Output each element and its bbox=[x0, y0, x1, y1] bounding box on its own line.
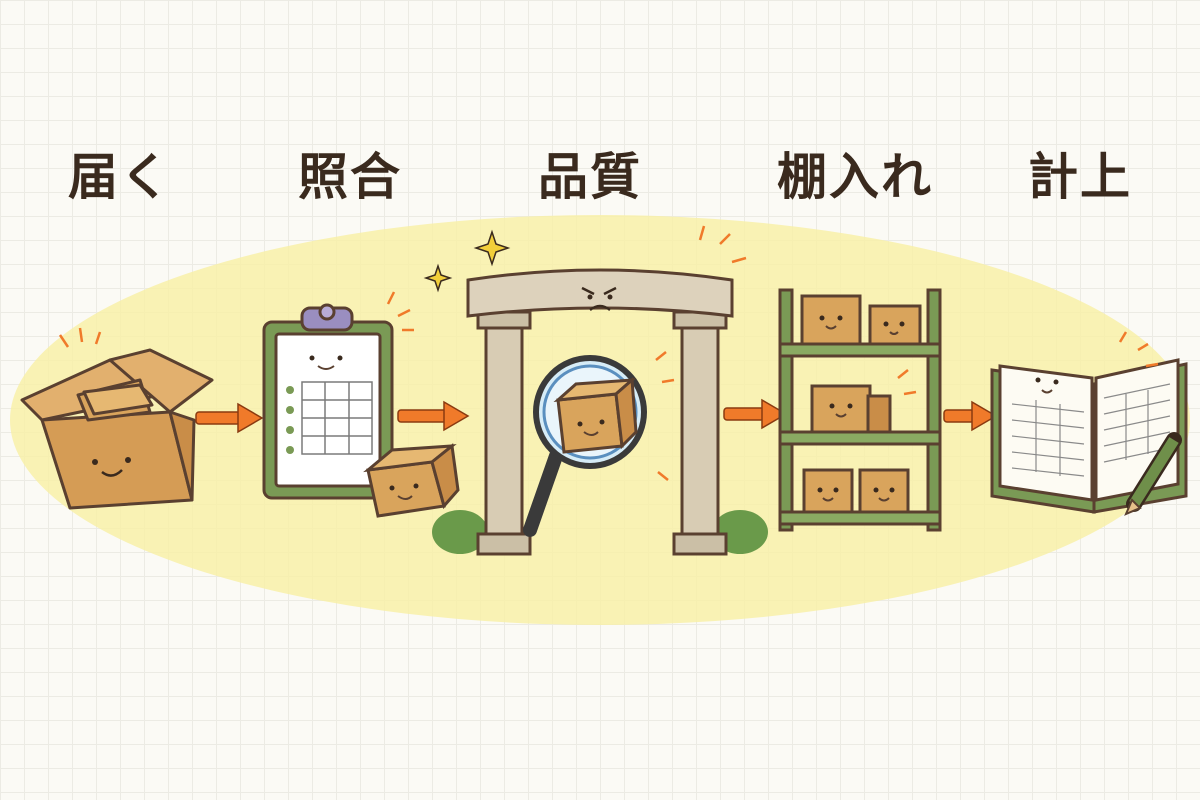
arrow-1 bbox=[195, 402, 264, 434]
step-label-2: 照合 bbox=[298, 148, 402, 206]
shelf-icon bbox=[778, 288, 942, 532]
step-label-1: 届く bbox=[68, 148, 172, 206]
ledger-icon bbox=[990, 331, 1188, 516]
arrow-2 bbox=[397, 400, 470, 432]
quality-gate-icon bbox=[423, 225, 768, 556]
clipboard-icon bbox=[262, 291, 460, 518]
arrow-4 bbox=[943, 400, 998, 432]
step-label-4: 棚入れ bbox=[777, 148, 933, 206]
step-label-5: 計上 bbox=[1028, 148, 1132, 206]
step-label-3: 品質 bbox=[538, 148, 642, 206]
open-box-icon bbox=[20, 327, 214, 510]
arrow-3 bbox=[723, 398, 788, 430]
